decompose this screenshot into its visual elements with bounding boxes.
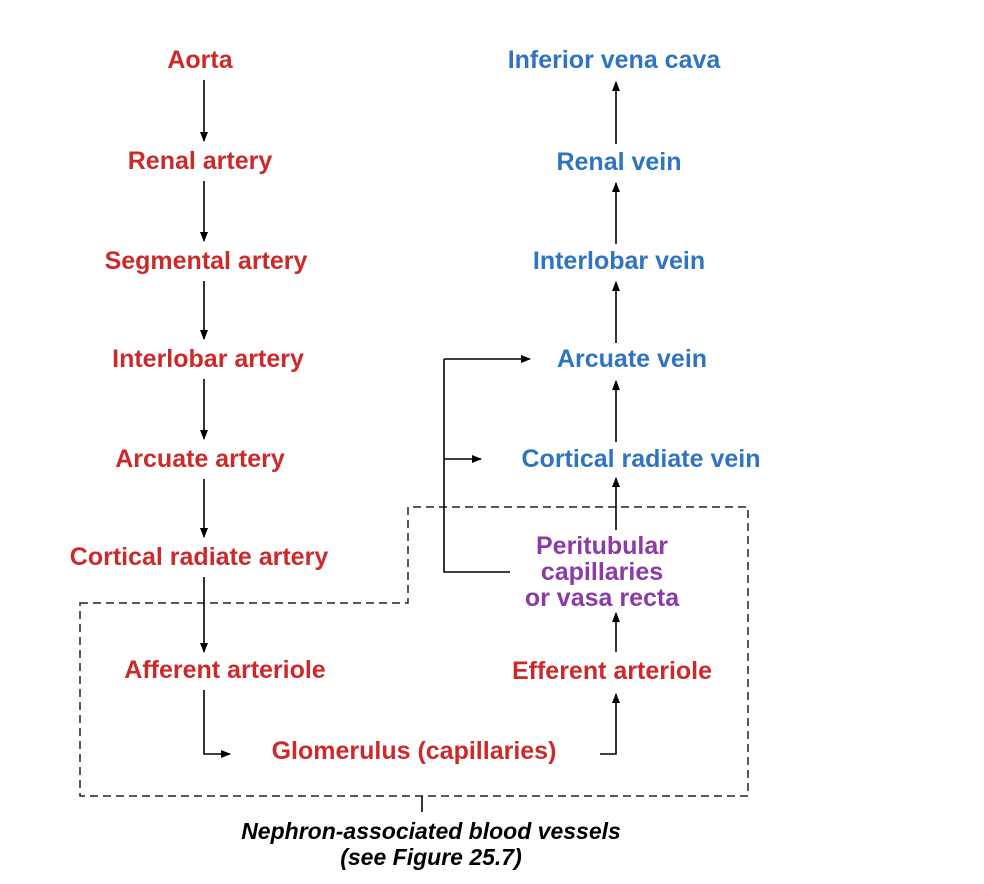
- nephron-region-outline: [79, 506, 749, 797]
- arcuate-vein-label: Arcuate vein: [556, 345, 708, 373]
- peritubular-line-2: capillaries: [540, 558, 664, 586]
- peritubular-line-1: Peritubular: [536, 532, 668, 560]
- aorta-label: Aorta: [167, 46, 233, 74]
- connector-peritubular-bypass: [443, 359, 510, 573]
- glomerulus-label: Glomerulus (capillaries): [271, 737, 557, 765]
- renal-artery-label: Renal artery: [127, 147, 273, 175]
- interlobar-artery-label: Interlobar artery: [112, 345, 304, 373]
- nephron-caption: Nephron-associated blood vessels (see Fi…: [241, 818, 621, 870]
- arrow-glomerulus-to-efferent: [600, 693, 620, 755]
- efferent-arteriole-label: Efferent arteriole: [511, 657, 713, 685]
- arrow-afferent-to-glomerulus: [203, 690, 231, 758]
- peritubular-line-3: or vasa recta: [524, 584, 680, 612]
- afferent-arteriole-label: Afferent arteriole: [124, 656, 326, 684]
- cortical-radiate-vein-label: Cortical radiate vein: [521, 445, 761, 473]
- interlobar-vein-label: Interlobar vein: [532, 247, 706, 275]
- segmental-artery-label: Segmental artery: [104, 247, 308, 275]
- renal-vein-label: Renal vein: [556, 148, 682, 176]
- cortical-radiate-artery-label: Cortical radiate artery: [69, 543, 329, 571]
- inferior-vena-cava-label: Inferior vena cava: [507, 46, 721, 74]
- arcuate-artery-label: Arcuate artery: [115, 445, 285, 473]
- peritubular-capillaries-label: Peritubular capillaries or vasa recta: [525, 533, 679, 611]
- caption-line-2: (see Figure 25.7): [340, 844, 522, 870]
- caption-line-1: Nephron-associated blood vessels: [241, 818, 621, 844]
